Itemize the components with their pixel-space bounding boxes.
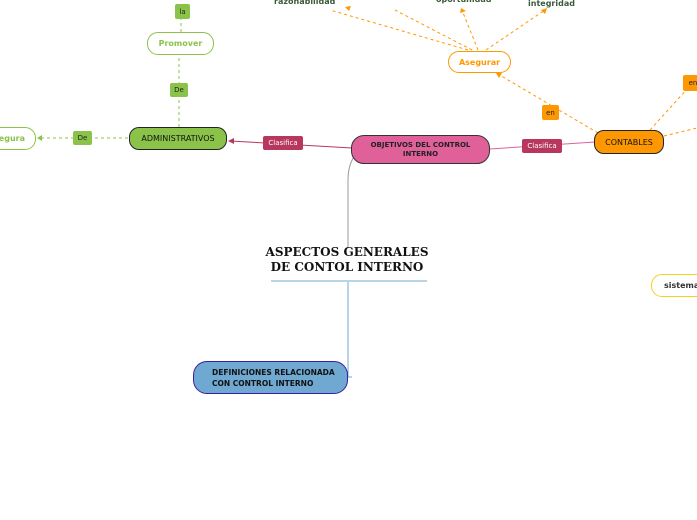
oportunidad-label: oportunidad [436,0,491,4]
contables-label: CONTABLES [605,137,653,147]
edge-asegurar-oportunidad [461,9,479,51]
arrowhead-confiabilidad [345,6,351,11]
razonabilidad-label: razonabilidad [274,0,336,6]
arrowhead-asegurar [496,73,502,78]
arrowhead-integridad [541,8,547,14]
arrowhead-oportunidad [460,8,466,13]
sistema-node[interactable]: sistema [651,274,697,297]
la-tag: la [175,4,190,19]
de-tag-vertical: De [170,83,188,97]
edge-asegurar-integridad [485,9,546,51]
administrativos-label: ADMINISTRATIVOS [141,134,215,143]
arrowhead-segura [37,135,42,141]
edge-central-definiciones [347,282,352,378]
contables-node[interactable]: CONTABLES [594,130,664,154]
asegurar-label: Asegurar [458,57,501,67]
confiabilidad-label: confiabilidad [358,0,416,2]
clasifica-tag-left: Clasifica [263,136,303,150]
integridad-label: integridad [528,0,575,8]
definiciones-label-line1: DEFINICIONES RELACIONADA [212,367,335,377]
edge-asegurar-confiabilidad [394,9,473,51]
promover-node[interactable]: Promover [147,32,214,55]
objetivos-node[interactable]: OBJETIVOS DEL CONTROL INTERNO [351,135,490,164]
clasifica-tag-right: Clasifica [522,139,562,153]
definiciones-label-line2: CON CONTROL INTERNO [212,378,314,388]
definiciones-node[interactable]: DEFINICIONES RELACIONADA CON CONTROL INT… [193,361,348,394]
en-tag-top-right: en [683,75,697,91]
edge-contables-asegurar [497,73,599,134]
sistema-label: sistema [664,281,697,290]
asegurar-node[interactable]: Asegurar [448,51,511,73]
objetivos-label-line1: OBJETIVOS DEL CONTROL [370,140,471,149]
promover-label: Promover [158,39,203,48]
edge-asegurar-razonabilidad [329,9,469,51]
edge-contables-right [663,127,697,137]
arrowhead-administrativos [228,138,234,144]
edge-central-objetivos [347,149,361,247]
central-title-line1: ASPECTOS GENERALES [265,245,429,259]
central-topic[interactable]: ASPECTOS GENERALES DE CONTOL INTERNO [262,245,432,275]
segura-node[interactable]: egura [0,127,36,150]
central-title-line2: DE CONTOL INTERNO [270,260,424,274]
administrativos-node[interactable]: ADMINISTRATIVOS [129,127,227,150]
edge-contables-en-right [649,87,689,131]
de-tag-horizontal: De [73,131,92,145]
objetivos-label-line2: INTERNO [402,149,439,158]
segura-label: egura [0,134,25,143]
en-tag-asegurar: en [542,105,559,120]
